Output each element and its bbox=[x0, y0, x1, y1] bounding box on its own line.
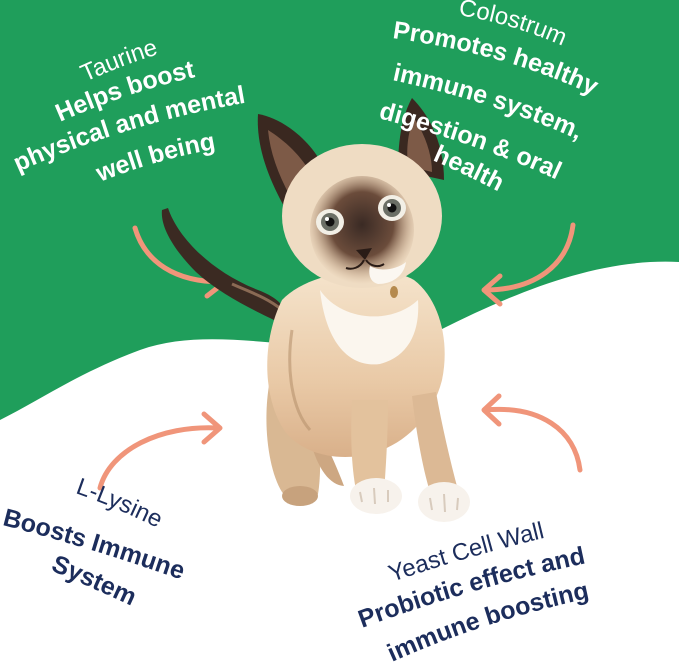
siamese-kitten-image bbox=[161, 98, 470, 522]
arrow-icon-yeast bbox=[481, 393, 583, 473]
arrow-icon-colostrum bbox=[481, 222, 576, 307]
arrow-icon-llysine bbox=[97, 411, 223, 491]
